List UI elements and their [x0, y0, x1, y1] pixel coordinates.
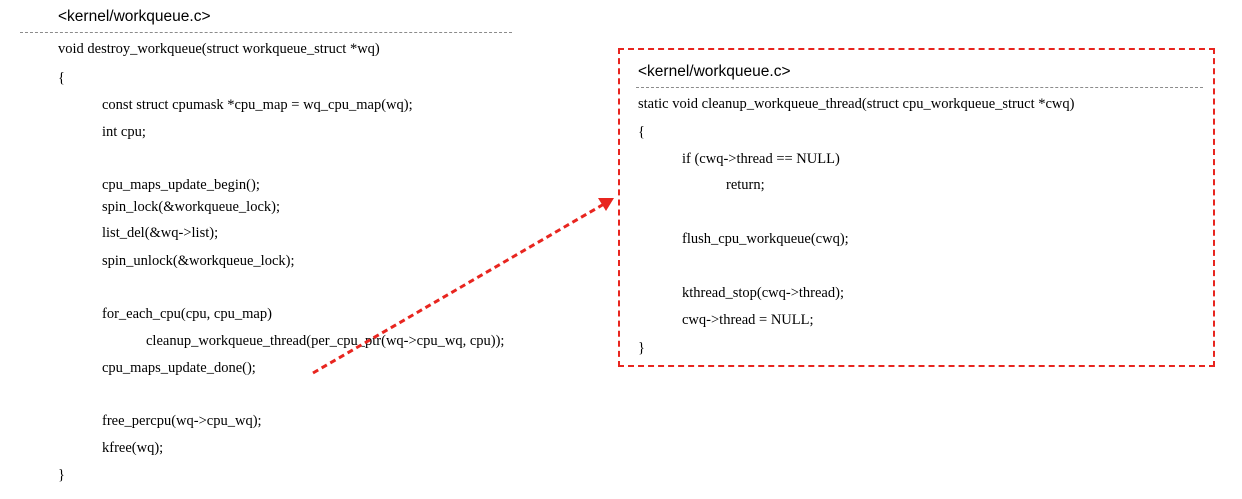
- left-code-line: }: [58, 467, 65, 483]
- left-code-line: free_percpu(wq->cpu_wq);: [102, 413, 262, 429]
- right-code-line: cwq->thread = NULL;: [682, 312, 814, 328]
- left-file-header: <kernel/workqueue.c>: [58, 8, 211, 25]
- right-header-divider: [636, 87, 1203, 88]
- left-code-line: cpu_maps_update_done();: [102, 360, 256, 376]
- left-code-line: kfree(wq);: [102, 440, 164, 456]
- left-header-divider: [20, 32, 512, 33]
- right-code-line: }: [638, 340, 645, 356]
- left-code-line: cleanup_workqueue_thread(per_cpu_ptr(wq-…: [146, 333, 505, 349]
- left-code-line: spin_unlock(&workqueue_lock);: [102, 253, 295, 269]
- right-file-header: <kernel/workqueue.c>: [638, 63, 791, 80]
- call-arrow-head: [598, 198, 614, 211]
- right-code-line: flush_cpu_workqueue(cwq);: [682, 231, 849, 247]
- left-code-line: {: [58, 70, 65, 86]
- left-code-line: const struct cpumask *cpu_map = wq_cpu_m…: [102, 97, 413, 113]
- left-code-line: cpu_maps_update_begin();: [102, 177, 260, 193]
- right-code-line: if (cwq->thread == NULL): [682, 151, 840, 167]
- left-code-line: for_each_cpu(cpu, cpu_map): [102, 306, 272, 322]
- left-code-line: list_del(&wq->list);: [102, 225, 219, 241]
- right-code-line: kthread_stop(cwq->thread);: [682, 285, 844, 301]
- right-code-line: static void cleanup_workqueue_thread(str…: [638, 96, 1075, 112]
- cleanup-function-highlight-box: [618, 48, 1215, 367]
- left-code-line: void destroy_workqueue(struct workqueue_…: [58, 41, 380, 57]
- left-code-line: int cpu;: [102, 124, 146, 140]
- right-code-line: return;: [726, 177, 765, 193]
- left-code-line: spin_lock(&workqueue_lock);: [102, 199, 280, 215]
- right-code-line: {: [638, 124, 645, 140]
